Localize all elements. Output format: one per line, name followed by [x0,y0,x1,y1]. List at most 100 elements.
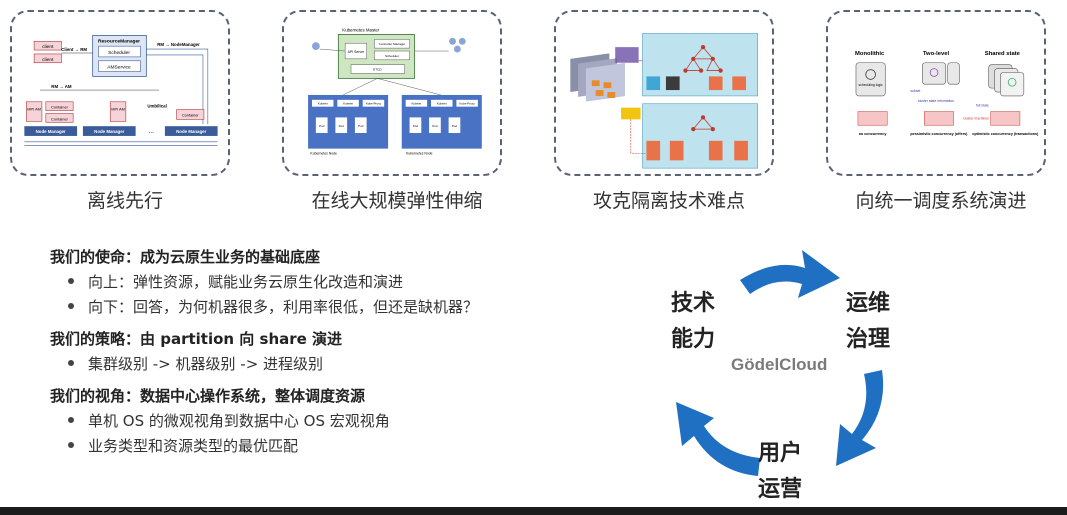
strategy-bullet-text: 集群级别 -> 机器级别 -> 进程级别 [88,355,324,373]
k8s-node-label: Kubernetes Node [406,151,433,155]
isolation-diagram [570,33,758,169]
kube-proxy-label: Kube-Proxy [460,102,476,106]
perspective-section: 我们的视角：数据中心操作系统，整体调度资源 单机 OS 的微观视角到数据中心 O… [50,385,390,456]
resource-manager-label: ResourceManager [98,38,140,44]
node-manager-label: Node Manager [176,129,206,134]
scheduler-label: Scheduler [385,54,399,58]
perspective-bullet-text: 业务类型和资源类型的最优匹配 [88,437,299,455]
client-label: client [42,44,54,50]
list-item: 向上：弹性资源，赋能业务云原生化改造和演进 [68,271,478,292]
rm-nodemanager-label: RM → NodeManager [157,42,200,47]
online-diagram-card: Kubernetes Master API Server Controller … [282,10,502,176]
tech-label-line: 技术 [671,291,716,316]
umbilical-label: Umbilical [147,104,166,109]
card-caption-unified: 向统一调度系统演进 [855,190,1027,212]
unified-scheduling-card: Monolithic Two-level Shared state schedu… [826,10,1046,176]
node-manager-label: Node Manager [36,129,66,134]
scheduler-label: Scheduler [108,50,130,56]
kubelet-label: Kubelet [411,102,421,106]
card-caption-isolation: 攻克隔离技术难点 [592,190,745,212]
client-label: client [42,57,54,63]
kube-proxy-label: Kube-Proxy [366,102,382,106]
kubelet-label: Kubelet [437,102,447,106]
card-caption-offline: 离线先行 [86,190,163,212]
user-icon [449,37,456,45]
bottom-bar [0,507,1067,515]
top-arrow-icon [740,250,840,298]
offline-architecture-diagram: client client Client → RM ResourceManage… [24,35,218,146]
full-state-label: full state [976,104,989,108]
tech-capability-label: 技术 能力 [671,286,715,358]
ops-governance-label: 运维 治理 [846,286,890,358]
cycle-arrows [676,250,884,476]
client-rm-label: Client → RM [61,47,87,52]
kubelet-label: Kubelet [343,102,353,106]
rm-am-label: RM → AM [51,84,72,89]
mission-bullet-text: 向下：回答，为何机器很多，利用率很低，但还是缺机器？ [88,298,479,316]
shared-state-label: Shared state [985,51,1021,57]
pod-label: Pod [339,124,345,128]
godelcloud-cycle-diagram [676,250,884,476]
user-operation-label: 用户 运营 [758,436,802,508]
pessimistic-concurrency-label: pessimistic concurrency (offers) [910,132,968,136]
left-arrow-icon [676,402,760,476]
amservice-label: AMService [107,65,131,71]
bullet-icon [68,302,74,309]
container-label: Container [182,112,200,117]
user-label-line: 运营 [758,477,803,502]
godelcloud-brand: GödelCloud [731,355,828,374]
tech-label-line: 能力 [671,327,716,352]
list-item: 单机 OS 的微观视角到数据中心 OS 宏观视角 [68,410,390,431]
scheduling-logic-label: scheduling logic [858,83,883,87]
bullet-icon [68,277,74,284]
perspective-bullet-text: 单机 OS 的微观视角到数据中心 OS 宏观视角 [88,412,390,430]
kubelet-label: Kubelet [318,102,328,106]
user-label-line: 用户 [758,441,803,466]
user-icon [311,42,320,51]
bullet-icon [68,359,74,366]
container-label: Container [51,105,69,110]
mpi-am-label: MPI AM [111,107,125,112]
subset-label: subset [910,89,920,93]
ops-label-line: 治理 [846,327,891,352]
k8s-master-label: Kubernetes Master [342,28,380,33]
strategy-section: 我们的策略：由 partition 向 share 演进 集群级别 -> 机器级… [50,328,342,374]
scheduler-architectures-diagram: Monolithic Two-level Shared state schedu… [855,51,1039,136]
k8s-node-label: Kubernetes Node [310,151,337,155]
etcd-label: ETCD [373,68,382,72]
two-level-label: Two-level [923,51,950,57]
list-item: 向下：回答，为何机器很多，利用率很低，但还是缺机器？ [68,296,478,317]
container-label: Container [51,116,69,121]
ellipsis-label: ... [148,128,154,135]
no-concurrency-label: no concurrency [859,132,888,136]
isolation-diagram-card [554,10,774,176]
api-server-label: API Server [348,50,365,54]
list-item: 集群级别 -> 机器级别 -> 进程级别 [68,353,342,374]
card-caption-online: 在线大规模弹性伸缩 [311,190,483,212]
ops-label-line: 运维 [846,291,891,316]
cluster-state-label: cluster state information [918,99,954,103]
mpi-am-label: MPI AM [27,107,41,112]
mission-bullet-text: 向上：弹性资源，赋能业务云原生化改造和演进 [88,273,404,291]
controller-manager-label: Controller Manager [379,42,406,46]
strategy-heading: 我们的策略：由 partition 向 share 演进 [50,330,343,348]
node-manager-label: Node Manager [94,129,124,134]
user-icon [453,45,461,53]
pod-label: Pod [432,124,438,128]
pod-label: Pod [319,124,325,128]
optimistic-concurrency-label: optimistic concurrency (transactions) [972,132,1039,136]
offline-diagram-card: client client Client → RM ResourceManage… [10,10,230,176]
bullet-icon [68,441,74,448]
cluster-machines-label: cluster machines [963,116,989,120]
kubernetes-architecture-diagram: Kubernetes Master API Server Controller … [308,28,482,155]
pod-label: Pod [358,124,364,128]
list-item: 业务类型和资源类型的最优匹配 [68,435,390,456]
bullet-icon [68,416,74,423]
perspective-heading: 我们的视角：数据中心操作系统，整体调度资源 [50,387,366,405]
mission-heading: 我们的使命：成为云原生业务的基础底座 [50,248,321,266]
monolithic-label: Monolithic [855,51,885,57]
user-icon [458,37,466,45]
pod-label: Pod [413,124,419,128]
mission-section: 我们的使命：成为云原生业务的基础底座 向上：弹性资源，赋能业务云原生化改造和演进… [50,246,478,317]
pod-label: Pod [452,124,458,128]
